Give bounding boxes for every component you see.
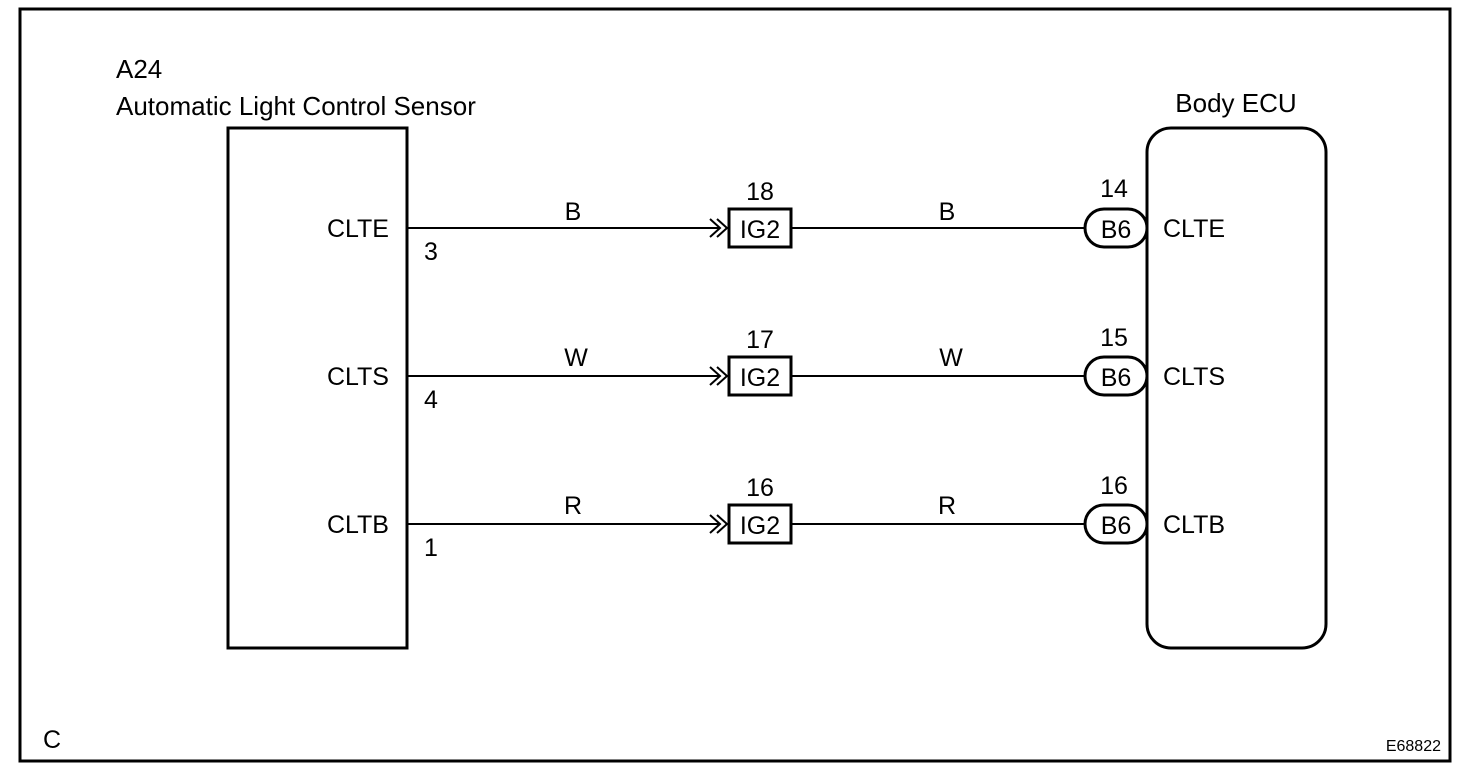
ecu-terminal-label: CLTS [1163,363,1225,391]
junction-connector-box [727,207,793,249]
junction-pin: 16 [746,474,774,502]
sensor-pin: 1 [424,534,438,562]
wire-color-right: R [938,492,956,520]
sensor-pin: 3 [424,238,438,266]
ecu-pin: 15 [1100,324,1128,352]
circuit-clte: IG2 18 B6 14 CLTE 3 B B CLTE [327,175,1225,266]
diagram-frame [18,7,1452,763]
sensor-code: A24 [116,54,162,84]
junction-pin: 17 [746,326,774,354]
ecu-terminal-label: CLTE [1163,215,1225,243]
ecu-connector-box [1083,355,1149,397]
wire-color-left: B [565,198,582,226]
ecu-connector-label: B6 [1101,216,1132,244]
sensor-signal-label: CLTE [327,215,389,243]
ecu-name: Body ECU [1175,88,1296,118]
ecu-terminal-label: CLTB [1163,511,1225,539]
corner-label: C [43,726,61,754]
wire-color-left: W [564,344,588,372]
connector-chevron [709,514,722,534]
connector-chevron [716,366,729,386]
junction-connector-label: IG2 [740,512,780,540]
connector-chevron [716,514,729,534]
sensor-pin: 4 [424,386,438,414]
ecu-connector-box [1083,503,1149,545]
junction-pin: 18 [746,178,774,206]
ecu-pin: 14 [1100,175,1128,203]
circuit-clts: IG2 17 B6 15 CLTS 4 W W CLTS [327,324,1225,414]
wire-color-right: B [939,198,956,226]
sensor-signal-label: CLTS [327,363,389,391]
figure-id: E68822 [1386,738,1441,755]
sensor-box [226,126,409,650]
ecu-connector-box [1083,207,1149,249]
ecu-connector-label: B6 [1101,512,1132,540]
connector-chevron [709,218,722,238]
ecu-pin: 16 [1100,472,1128,500]
ecu-box [1145,126,1328,650]
wire-color-right: W [939,344,963,372]
sensor-name: Automatic Light Control Sensor [116,91,476,121]
junction-connector-box [727,503,793,545]
connector-chevron [709,366,722,386]
circuit-cltb: IG2 16 B6 16 CLTB 1 R R CLTB [327,472,1225,562]
connector-chevron [716,218,729,238]
junction-connector-label: IG2 [740,364,780,392]
junction-connector-label: IG2 [740,216,780,244]
sensor-signal-label: CLTB [327,511,389,539]
wire-color-left: R [564,492,582,520]
ecu-connector-label: B6 [1101,364,1132,392]
